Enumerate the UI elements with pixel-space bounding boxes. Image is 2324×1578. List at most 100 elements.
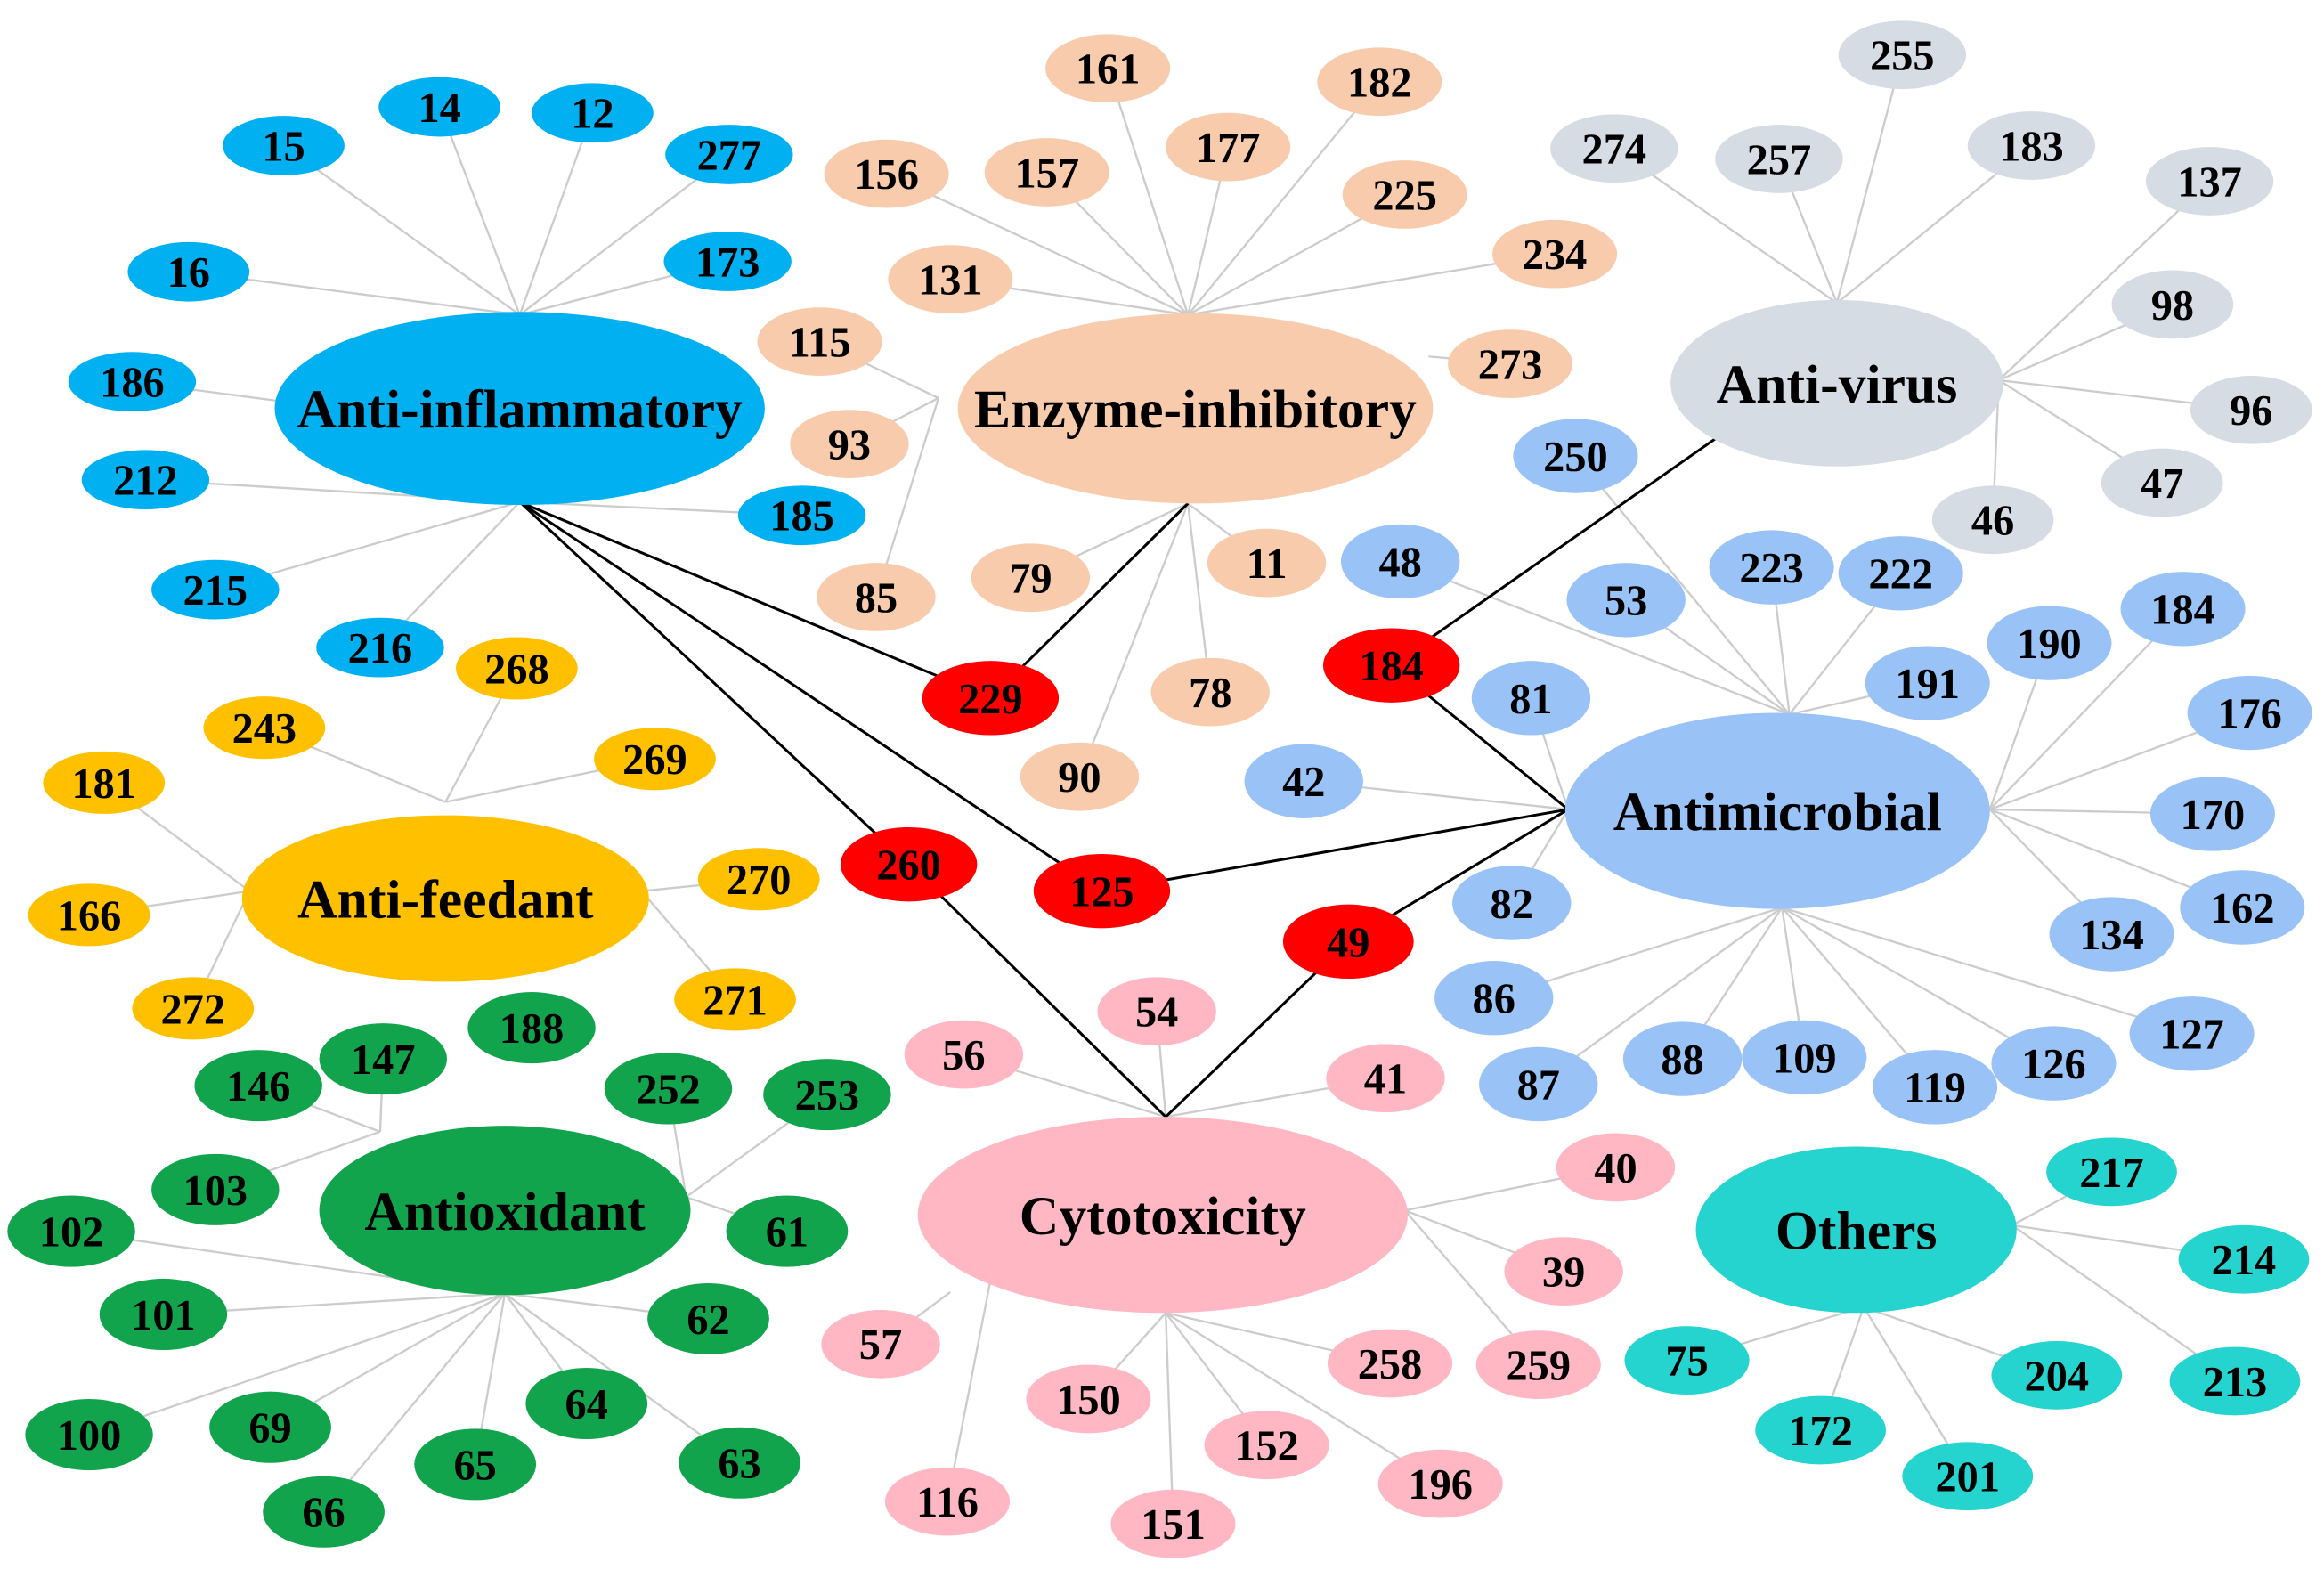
node-cytotoxicity-258: 258 bbox=[1327, 1329, 1453, 1398]
node-label: 56 bbox=[942, 1032, 985, 1079]
edge-anti-inflammatory-12 bbox=[518, 112, 594, 315]
node-label: 271 bbox=[703, 977, 768, 1024]
node-label: 127 bbox=[2159, 1012, 2224, 1059]
node-label: 16 bbox=[167, 249, 210, 297]
node-label: 216 bbox=[348, 625, 413, 672]
node-ellipse bbox=[1967, 111, 2096, 180]
node-label: 170 bbox=[2181, 792, 2246, 839]
node-label: 268 bbox=[484, 646, 549, 693]
node-label: 46 bbox=[1971, 498, 2014, 545]
node-ellipse bbox=[378, 77, 501, 137]
node-antioxidant-63: 63 bbox=[679, 1427, 800, 1499]
node-label: 190 bbox=[2017, 621, 2082, 668]
node-label: 270 bbox=[727, 857, 792, 904]
shared-node-ellipse bbox=[1322, 628, 1460, 703]
node-label: 212 bbox=[113, 458, 178, 505]
node-label: 183 bbox=[1999, 123, 2064, 170]
node-ellipse bbox=[1434, 961, 1554, 1036]
node-ellipse bbox=[1504, 1237, 1623, 1306]
shared-node-label: 184 bbox=[1359, 643, 1424, 690]
node-cytotoxicity-54: 54 bbox=[1097, 977, 1216, 1046]
node-antioxidant-147: 147 bbox=[319, 1023, 447, 1095]
node-ellipse bbox=[203, 696, 326, 760]
node-anti-inflammatory-216: 216 bbox=[316, 617, 444, 678]
node-ellipse bbox=[679, 1427, 800, 1499]
edge-enzyme-inhibitory-182 bbox=[1187, 81, 1381, 316]
node-ellipse bbox=[790, 410, 909, 479]
node-ellipse bbox=[2120, 572, 2246, 647]
node-antimicrobial-81: 81 bbox=[1471, 661, 1591, 736]
node-ellipse bbox=[1550, 114, 1678, 183]
node-ellipse bbox=[2149, 777, 2275, 851]
node-ellipse bbox=[663, 232, 792, 291]
node-antimicrobial-134: 134 bbox=[2049, 897, 2174, 972]
hub-others bbox=[1695, 1146, 2017, 1314]
node-cytotoxicity-57: 57 bbox=[821, 1309, 940, 1379]
node-label: 196 bbox=[1408, 1461, 1473, 1509]
node-label: 273 bbox=[1478, 342, 1543, 389]
hub-label-anti-virus: Anti-virus bbox=[1717, 354, 1958, 415]
node-anti-inflammatory-14: 14 bbox=[378, 77, 501, 137]
node-label: 64 bbox=[565, 1381, 608, 1428]
node-cytotoxicity-41: 41 bbox=[1326, 1044, 1445, 1113]
hub-label-cytotoxicity: Cytotoxicity bbox=[1020, 1186, 1306, 1247]
node-anti-virus-96: 96 bbox=[2190, 375, 2312, 444]
node-ellipse bbox=[2190, 375, 2312, 444]
node-label: 61 bbox=[766, 1208, 809, 1256]
node-anti-inflammatory-215: 215 bbox=[151, 559, 280, 620]
node-cytotoxicity-56: 56 bbox=[904, 1020, 1024, 1089]
node-enzyme-inhibitory-177: 177 bbox=[1166, 112, 1291, 182]
node-ellipse bbox=[223, 116, 345, 175]
node-ellipse bbox=[1475, 1330, 1601, 1400]
node-label: 42 bbox=[1282, 759, 1325, 806]
node-cytotoxicity-40: 40 bbox=[1556, 1133, 1676, 1202]
node-label: 146 bbox=[226, 1063, 291, 1110]
node-label: 152 bbox=[1234, 1423, 1299, 1470]
node-label: 214 bbox=[2212, 1237, 2277, 1284]
node-ellipse bbox=[2145, 147, 2274, 216]
shared-node-229: 229 bbox=[922, 661, 1060, 736]
hub-cytotoxicity bbox=[917, 1117, 1409, 1314]
node-label: 54 bbox=[1135, 989, 1178, 1037]
node-enzyme-inhibitory-93: 93 bbox=[790, 410, 909, 479]
node-ellipse bbox=[1326, 1044, 1445, 1113]
edge-anti-inflammatory-15 bbox=[282, 144, 521, 316]
node-ellipse bbox=[2111, 270, 2234, 339]
node-ellipse bbox=[1340, 524, 1460, 599]
node-label: 69 bbox=[248, 1405, 291, 1452]
node-ellipse bbox=[151, 1153, 280, 1225]
hub-label-enzyme-inhibitory: Enzyme-inhibitory bbox=[974, 379, 1417, 440]
node-antimicrobial-109: 109 bbox=[1742, 1020, 1867, 1095]
node-antimicrobial-87: 87 bbox=[1479, 1046, 1598, 1122]
node-antioxidant-62: 62 bbox=[647, 1282, 769, 1354]
node-ellipse bbox=[1566, 563, 1686, 638]
node-ellipse bbox=[1513, 419, 1638, 493]
hub-label-antioxidant: Antioxidant bbox=[364, 1182, 646, 1242]
node-anti-virus-137: 137 bbox=[2145, 147, 2274, 216]
node-antimicrobial-127: 127 bbox=[2129, 996, 2255, 1071]
node-antimicrobial-190: 190 bbox=[1987, 606, 2112, 680]
node-others-172: 172 bbox=[1755, 1395, 1887, 1465]
node-label: 11 bbox=[1247, 541, 1288, 588]
shared-node-label: 125 bbox=[1069, 869, 1134, 916]
node-label: 172 bbox=[1788, 1408, 1853, 1455]
node-antimicrobial-88: 88 bbox=[1622, 1021, 1743, 1096]
node-label: 253 bbox=[795, 1072, 860, 1119]
node-ellipse bbox=[2049, 897, 2174, 972]
node-antioxidant-69: 69 bbox=[209, 1391, 331, 1463]
node-ellipse bbox=[99, 1278, 228, 1350]
node-others-214: 214 bbox=[2178, 1224, 2310, 1294]
node-antimicrobial-119: 119 bbox=[1873, 1050, 1998, 1125]
node-antioxidant-188: 188 bbox=[467, 992, 596, 1064]
node-ellipse bbox=[2178, 1224, 2310, 1294]
node-ellipse bbox=[25, 1399, 153, 1471]
node-label: 57 bbox=[859, 1322, 902, 1369]
edge-antimicrobial-87 bbox=[1538, 907, 1783, 1086]
edge-cytotoxicity-116 bbox=[946, 1280, 992, 1502]
node-ellipse bbox=[1838, 536, 1963, 611]
node-label: 257 bbox=[1747, 136, 1812, 183]
node-label: 213 bbox=[2203, 1359, 2268, 1406]
node-cytotoxicity-39: 39 bbox=[1504, 1237, 1623, 1306]
node-ellipse bbox=[1166, 112, 1291, 182]
node-anti-inflammatory-16: 16 bbox=[127, 241, 250, 302]
